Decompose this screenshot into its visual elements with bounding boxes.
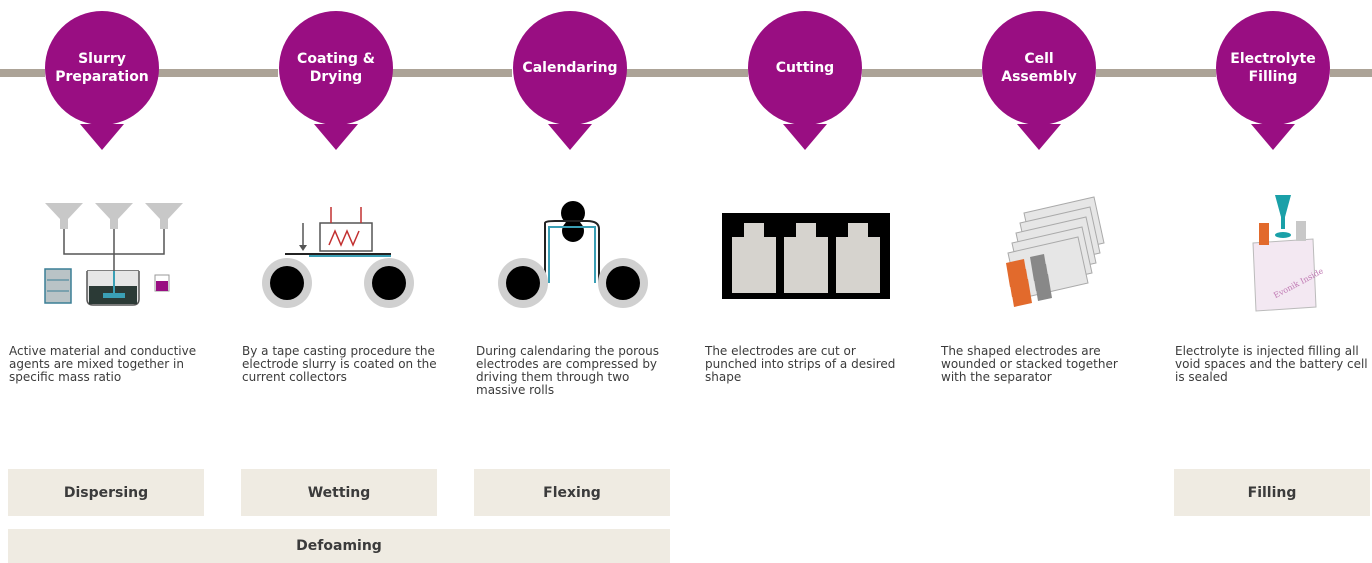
step-calendaring: Calendaring During calendaring the porou… bbox=[455, 0, 685, 563]
step-coating-drying: Coating & Drying By a tape casting proce… bbox=[221, 0, 451, 563]
step-title: Coating & Drying bbox=[279, 11, 393, 125]
cell-assembly-icon bbox=[1006, 196, 1105, 307]
step-electrolyte-filling: Electrolyte Filling Evonik Inside Electr… bbox=[1158, 0, 1372, 563]
connector-line bbox=[0, 69, 45, 77]
cutting-icon bbox=[722, 213, 890, 299]
tag-filling: Filling bbox=[1174, 469, 1370, 516]
connector-line bbox=[1096, 69, 1216, 77]
tag-wetting: Wetting bbox=[241, 469, 437, 516]
connector-line bbox=[862, 69, 982, 77]
step-title: Slurry Preparation bbox=[45, 11, 159, 125]
step-title: Cutting bbox=[748, 11, 862, 125]
slurry-mixing-icon bbox=[44, 203, 183, 306]
step-title: Cell Assembly bbox=[982, 11, 1096, 125]
step-slurry-preparation: Slurry Preparation Active material and c… bbox=[0, 0, 217, 563]
tag-dispersing: Dispersing bbox=[8, 469, 204, 516]
tag-flexing: Flexing bbox=[474, 469, 670, 516]
connector-line bbox=[1330, 69, 1372, 77]
step-description: Electrolyte is injected filling all void… bbox=[1175, 344, 1368, 384]
connector-line bbox=[392, 69, 512, 77]
tag-defoaming: Defoaming bbox=[8, 529, 670, 563]
step-cell-assembly: Cell Assembly The shaped electrodes are … bbox=[924, 0, 1154, 563]
step-description: By a tape casting procedure the electrod… bbox=[242, 344, 437, 384]
connector-line bbox=[626, 69, 748, 77]
step-pointer bbox=[548, 124, 592, 150]
step-description: The electrodes are cut or punched into s… bbox=[705, 344, 896, 384]
calendaring-icon bbox=[498, 201, 648, 308]
step-pointer bbox=[1251, 124, 1295, 150]
electrolyte-filling-icon: Evonik Inside bbox=[1252, 195, 1325, 312]
step-pointer bbox=[80, 124, 124, 150]
coating-drying-icon bbox=[262, 207, 414, 308]
step-description: Active material and conductive agents ar… bbox=[9, 344, 197, 384]
step-description: During calendaring the porous electrodes… bbox=[476, 344, 660, 397]
step-pointer bbox=[1017, 124, 1061, 150]
step-description: The shaped electrodes are wounded or sta… bbox=[941, 344, 1118, 384]
step-title: Electrolyte Filling bbox=[1216, 11, 1330, 125]
connector-line bbox=[158, 69, 278, 77]
step-title: Calendaring bbox=[513, 11, 627, 125]
step-cutting: Cutting The electrodes are cut or punche… bbox=[690, 0, 920, 563]
step-pointer bbox=[314, 124, 358, 150]
step-pointer bbox=[783, 124, 827, 150]
